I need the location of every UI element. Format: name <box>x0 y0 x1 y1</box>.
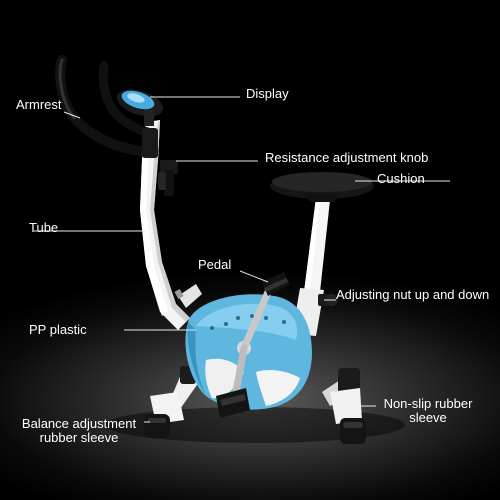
non-slip-label-line1: Non-slip rubber <box>383 396 473 411</box>
rear-stabilizer <box>322 368 366 444</box>
pp-plastic-label: PP plastic <box>29 322 87 337</box>
non-slip-label-line2: sleeve <box>409 410 447 425</box>
pp-plastic-cover <box>185 294 312 410</box>
pedal-label: Pedal <box>198 257 232 272</box>
resistance-knob <box>158 160 178 196</box>
upper-pedal <box>262 272 290 296</box>
armrest-label: Armrest <box>16 97 62 112</box>
pedal-leader <box>239 270 269 283</box>
cushion-seat <box>270 172 374 202</box>
resistance-knob-label: Resistance adjustment knob <box>265 150 429 165</box>
cushion-label: Cushion <box>377 171 425 186</box>
armrest-handlebars <box>55 55 158 158</box>
balance-label: Balance adjustment rubber sleeve <box>14 417 144 445</box>
leader-lines <box>34 96 450 423</box>
main-tube <box>140 120 202 330</box>
display-console <box>116 89 164 126</box>
adjusting-nut-label: Adjusting nut up and down <box>336 287 490 302</box>
crank-and-pedals <box>216 272 290 418</box>
non-slip-label: Non-slip rubber sleeve <box>380 397 476 425</box>
lower-pedal <box>216 388 250 418</box>
balance-rubber-sleeve <box>144 414 170 438</box>
armrest-leader <box>63 111 81 119</box>
balance-label-line2: rubber sleeve <box>39 430 119 445</box>
non-slip-rubber-sleeve <box>340 418 366 444</box>
balance-label-line1: Balance adjustment <box>21 416 137 431</box>
tube-label: Tube <box>29 220 59 235</box>
display-label: Display <box>246 86 289 101</box>
